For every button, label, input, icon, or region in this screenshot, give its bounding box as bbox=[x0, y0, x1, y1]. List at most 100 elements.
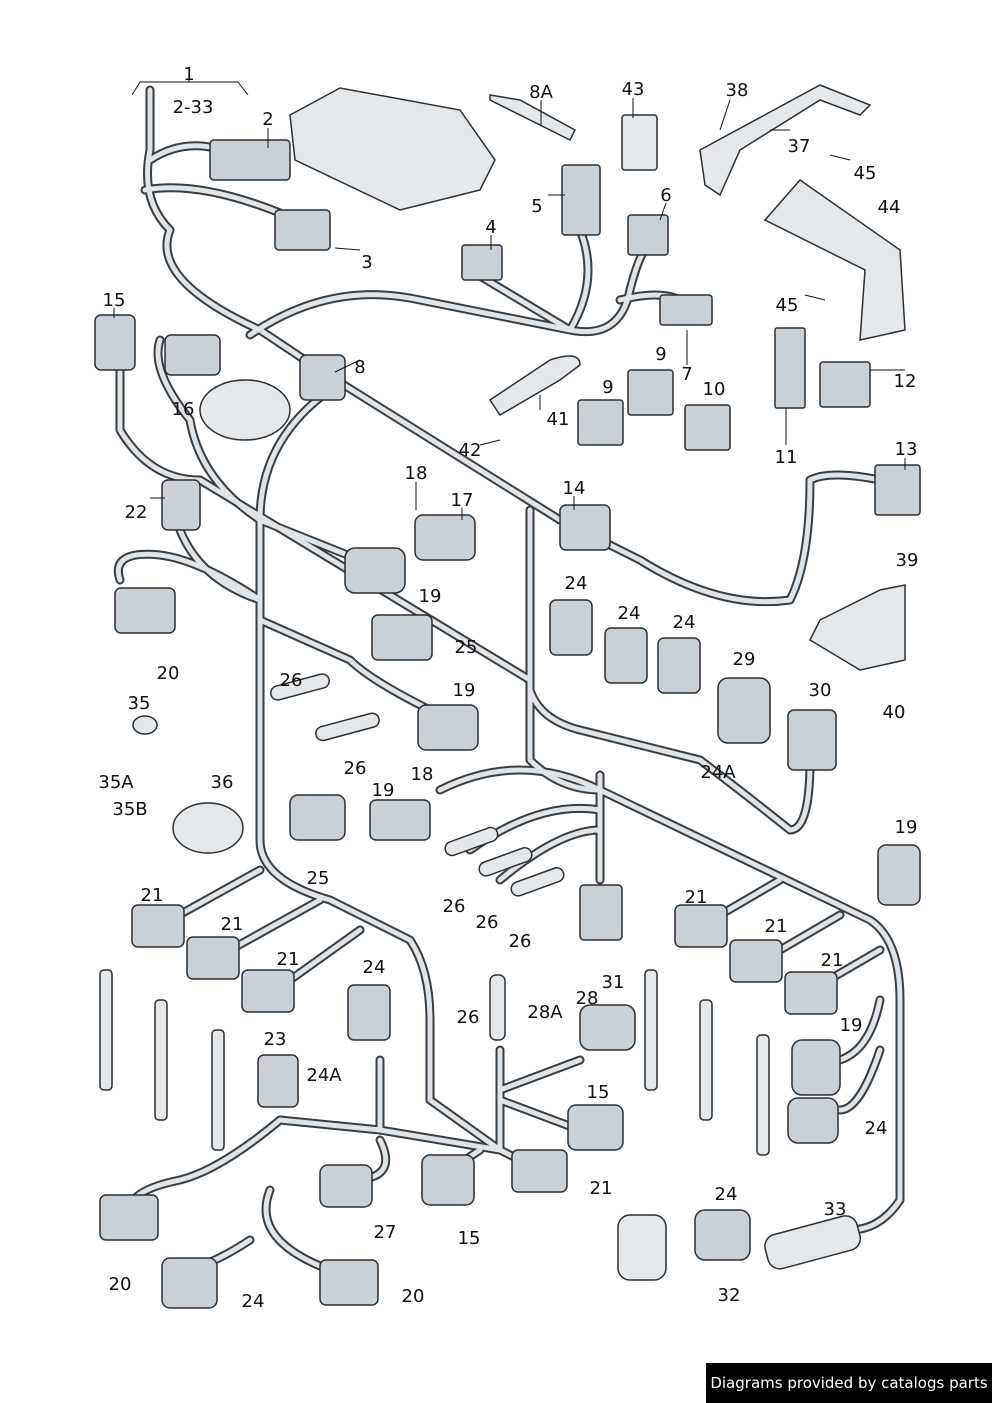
label-21: 21 bbox=[220, 914, 244, 935]
connector-19e bbox=[791, 1039, 841, 1096]
label-23: 23 bbox=[263, 1029, 287, 1050]
label-26: 26 bbox=[343, 758, 367, 779]
connector-21f bbox=[784, 971, 838, 1015]
connector-under-31 bbox=[579, 884, 623, 941]
sensor-26a bbox=[270, 673, 330, 701]
connector-30 bbox=[787, 709, 837, 771]
label-31: 31 bbox=[601, 972, 625, 993]
connector-12 bbox=[819, 361, 871, 408]
label-5: 5 bbox=[531, 196, 543, 217]
label-15: 15 bbox=[457, 1228, 481, 1249]
bracket-37 bbox=[699, 84, 872, 197]
label-45: 45 bbox=[775, 295, 799, 316]
leader-lines bbox=[113, 68, 906, 520]
label-21: 21 bbox=[764, 916, 788, 937]
label-13: 13 bbox=[894, 439, 918, 460]
label-21: 21 bbox=[140, 885, 164, 906]
label-26: 26 bbox=[475, 912, 499, 933]
connector-25b bbox=[289, 794, 346, 841]
label-15: 15 bbox=[102, 290, 126, 311]
connector-21d bbox=[674, 904, 728, 948]
connector-21e bbox=[729, 939, 783, 983]
label-41: 41 bbox=[546, 409, 570, 430]
label-21: 21 bbox=[589, 1178, 613, 1199]
label-43: 43 bbox=[621, 79, 645, 100]
connector-20b bbox=[99, 1194, 159, 1241]
label-44: 44 bbox=[877, 197, 901, 218]
label-35a: 35A bbox=[98, 772, 134, 793]
label-39: 39 bbox=[895, 550, 919, 571]
label-8: 8 bbox=[354, 357, 366, 378]
label-33: 33 bbox=[823, 1199, 847, 1220]
connector-19b bbox=[417, 704, 479, 751]
connector-29 bbox=[717, 677, 771, 744]
label-16: 16 bbox=[171, 399, 195, 420]
connector-9b bbox=[577, 399, 624, 446]
connector-21g bbox=[511, 1149, 568, 1193]
label-19: 19 bbox=[371, 780, 395, 801]
grommet-14 bbox=[559, 504, 611, 551]
label-26: 26 bbox=[279, 670, 303, 691]
label-26: 26 bbox=[442, 896, 466, 917]
connector-21b bbox=[186, 936, 240, 980]
sensor-26b bbox=[315, 712, 380, 742]
label-20: 20 bbox=[156, 663, 180, 684]
label-42: 42 bbox=[458, 440, 482, 461]
label-28a: 28A bbox=[527, 1002, 563, 1023]
connector-4 bbox=[461, 244, 503, 281]
label-35b: 35B bbox=[112, 799, 148, 820]
label-25: 25 bbox=[454, 637, 478, 658]
cap-36 bbox=[172, 802, 244, 854]
connector-15b bbox=[567, 1104, 624, 1151]
air-mass-meter bbox=[199, 379, 291, 441]
label-24: 24 bbox=[864, 1118, 888, 1139]
label-26: 26 bbox=[456, 1007, 480, 1028]
label-10: 10 bbox=[702, 379, 726, 400]
sensor-26d bbox=[478, 847, 533, 877]
label-9: 9 bbox=[655, 344, 667, 365]
connector-23 bbox=[257, 1054, 299, 1108]
label-12: 12 bbox=[893, 371, 917, 392]
parts bbox=[94, 84, 921, 1309]
connector-24f bbox=[161, 1257, 218, 1309]
connector-27 bbox=[319, 1164, 373, 1208]
label-45: 45 bbox=[853, 163, 877, 184]
label-19: 19 bbox=[452, 680, 476, 701]
bracket-43 bbox=[621, 114, 658, 171]
bracket-39 bbox=[809, 584, 906, 671]
connector-22 bbox=[161, 479, 201, 531]
label-19: 19 bbox=[418, 586, 442, 607]
label-24a: 24A bbox=[700, 762, 736, 783]
label-14: 14 bbox=[562, 478, 586, 499]
ecu bbox=[289, 87, 496, 211]
label-19: 19 bbox=[839, 1015, 863, 1036]
label-9: 9 bbox=[602, 377, 614, 398]
wires-inner bbox=[116, 87, 903, 1273]
label-7: 7 bbox=[681, 364, 693, 385]
connector-16 bbox=[164, 334, 221, 376]
connector-20c bbox=[319, 1259, 379, 1306]
label-20: 20 bbox=[108, 1274, 132, 1295]
connector-15 bbox=[94, 314, 136, 371]
connector-3 bbox=[274, 209, 331, 251]
connector-24d bbox=[347, 984, 391, 1041]
sensor-26f bbox=[489, 974, 506, 1041]
label-2: 2 bbox=[262, 109, 274, 130]
label-18: 18 bbox=[404, 463, 428, 484]
label-30: 30 bbox=[808, 680, 832, 701]
label-2-33: 2-33 bbox=[172, 97, 214, 118]
sensor-26c bbox=[444, 826, 499, 857]
label-3: 3 bbox=[361, 252, 373, 273]
sensor-26e bbox=[510, 867, 565, 897]
connector-19c bbox=[369, 799, 431, 841]
label-27: 27 bbox=[373, 1222, 397, 1243]
label-22: 22 bbox=[124, 502, 148, 523]
pressure-converter bbox=[617, 1214, 667, 1281]
bracket-8a bbox=[489, 94, 576, 142]
label-11: 11 bbox=[774, 447, 798, 468]
connector-24b bbox=[604, 627, 648, 684]
label-21: 21 bbox=[820, 950, 844, 971]
clip-35 bbox=[132, 715, 158, 735]
